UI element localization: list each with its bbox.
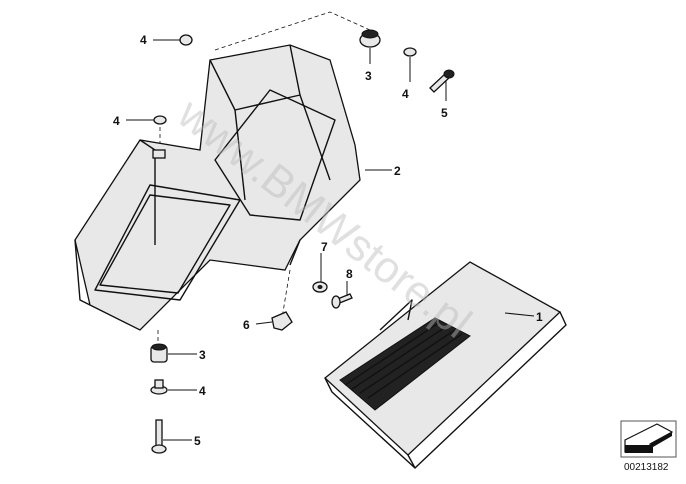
screw-part-8[interactable] (331, 293, 353, 309)
clip-nut-part-6[interactable] (271, 311, 293, 331)
callout-4[interactable]: 4 (113, 114, 120, 128)
washer-part-4-bottom[interactable] (150, 379, 168, 395)
rubber-mount-part-3-top[interactable] (359, 29, 381, 48)
callout-2[interactable]: 2 (394, 164, 401, 178)
nut-part-4-upper-left[interactable] (179, 34, 193, 46)
callout-8[interactable]: 8 (346, 267, 353, 281)
washer-part-4-top[interactable] (403, 47, 417, 57)
callout-5[interactable]: 5 (194, 434, 201, 448)
callout-4[interactable]: 4 (140, 33, 147, 47)
callout-1[interactable]: 1 (536, 310, 543, 324)
assembly-guide-line (214, 11, 371, 51)
image-number: 00213182 (624, 462, 669, 473)
callout-3[interactable]: 3 (365, 69, 372, 83)
assembly-guide-line (281, 269, 291, 319)
callout-6[interactable]: 6 (243, 318, 250, 332)
filter-element-part-1[interactable] (324, 261, 567, 469)
bolt-part-5-top[interactable] (429, 69, 455, 93)
washer-part-7[interactable] (312, 281, 328, 293)
callout-leaders (126, 39, 535, 441)
callout-4[interactable]: 4 (199, 384, 206, 398)
bolt-part-5-bottom[interactable] (151, 419, 167, 454)
callout-3[interactable]: 3 (199, 348, 206, 362)
callout-7[interactable]: 7 (321, 240, 328, 254)
callout-4[interactable]: 4 (402, 87, 409, 101)
nut-part-4-left[interactable] (153, 115, 167, 125)
arrow-back-icon[interactable] (620, 420, 677, 458)
rubber-mount-part-3-bottom[interactable] (150, 343, 168, 363)
callout-5[interactable]: 5 (441, 106, 448, 120)
bracket-frame-part-2[interactable] (74, 44, 361, 331)
